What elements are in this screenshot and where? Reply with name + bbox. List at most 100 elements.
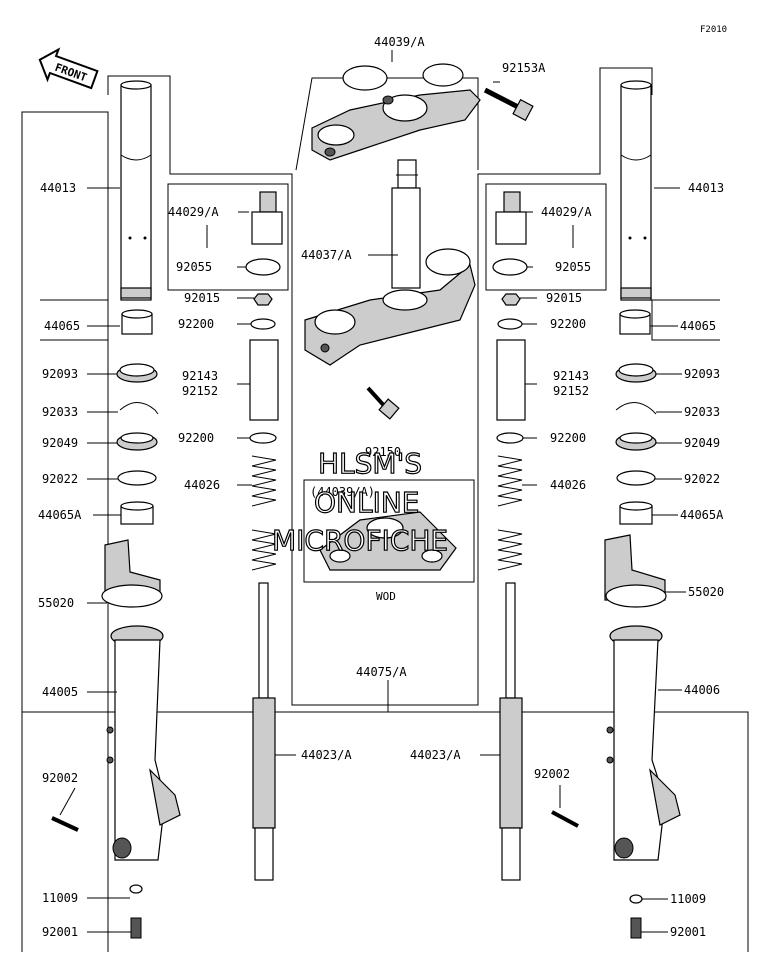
right-bolt-92002 (551, 810, 579, 828)
label-92200b-left: 92200 (178, 431, 214, 445)
label-92001-left: 92001 (42, 925, 78, 939)
left-washer-92200b (249, 432, 277, 444)
left-o-ring-92055 (245, 258, 281, 276)
label-44023a-left: 44023/A (301, 748, 352, 762)
label-44029a-right: 44029/A (541, 205, 592, 219)
left-drain-bolt-92001 (130, 917, 142, 939)
box-44065-right (651, 299, 720, 341)
label-44029a-left: 44029/A (168, 205, 219, 219)
front-arrow-badge: FRONT (38, 47, 99, 90)
label-44013-left: 44013 (40, 181, 76, 195)
watermark-line3: MICROFICHE (272, 524, 448, 557)
label-44037a: 44037/A (301, 248, 352, 262)
left-washer-92022 (117, 470, 157, 486)
right-fork-guard-55020 (604, 534, 667, 608)
right-nut-92015 (501, 293, 521, 306)
label-92015-left: 92015 (184, 291, 220, 305)
left-spacer-92143 (249, 339, 279, 421)
label-92033-left: 92033 (42, 405, 78, 419)
label-92033-right: 92033 (684, 405, 720, 419)
left-washer-92200a (250, 318, 276, 330)
label-44065-right: 44065 (680, 319, 716, 333)
label-92049-right: 92049 (684, 436, 720, 450)
label-44026-left: 44026 (184, 478, 220, 492)
top-bracket-outline (295, 77, 479, 171)
right-boundary-outline (387, 67, 749, 952)
label-92143-right: 92143 (553, 369, 589, 383)
right-washer-92022 (616, 470, 656, 486)
left-damper-rod-44023 (252, 582, 276, 881)
label-92200a-left: 92200 (178, 317, 214, 331)
label-44075a: 44075/A (356, 665, 407, 679)
left-fork-guard-55020 (101, 539, 163, 608)
clamp-bolt-92153a (483, 87, 534, 122)
label-92049-left: 92049 (42, 436, 78, 450)
right-outer-tube-44006 (606, 625, 681, 861)
label-92002-right: 92002 (534, 767, 570, 781)
right-o-ring-92055 (492, 258, 528, 276)
label-11009-right: 11009 (670, 892, 706, 906)
right-damper-rod-44023 (499, 582, 523, 881)
right-seal-92049 (615, 432, 657, 451)
right-washer-92200a (497, 318, 523, 330)
left-outer-tube-44005 (106, 625, 181, 861)
left-spring-44026 (251, 455, 277, 571)
left-fork-cap-44029 (251, 191, 283, 245)
label-92152-left: 92152 (182, 384, 218, 398)
left-bolt-92002 (51, 816, 79, 832)
label-44065a-left: 44065A (38, 508, 82, 522)
inset-clamp-drawing (319, 511, 457, 571)
inset-box (303, 479, 475, 583)
right-washer-11009 (629, 894, 643, 904)
left-seal-92049 (116, 432, 158, 451)
box-right-cap (485, 183, 607, 291)
watermark-line1: HLSM'S (318, 447, 422, 480)
label-44005: 44005 (42, 685, 78, 699)
label-92055-left: 92055 (176, 260, 212, 274)
right-washer-92200b (496, 432, 524, 444)
label-92055-right: 92055 (555, 260, 591, 274)
upper-triple-clamp (311, 63, 481, 161)
label-11009-left: 11009 (42, 891, 78, 905)
right-spring-44026 (497, 455, 523, 571)
watermark-line2: ONLINE (314, 486, 419, 519)
label-92143-left: 92143 (182, 369, 218, 383)
left-nut-92015 (253, 293, 273, 306)
right-drain-bolt-92001 (630, 917, 642, 939)
right-guide-bushing-44065a (619, 501, 653, 525)
steering-stem (391, 159, 421, 289)
label-92022-right: 92022 (684, 472, 720, 486)
leader-lines (59, 50, 686, 933)
label-92200a-right: 92200 (550, 317, 586, 331)
lower-triple-clamp (304, 248, 476, 366)
label-92152-right: 92152 (553, 384, 589, 398)
label-92022-left: 92022 (42, 472, 78, 486)
left-circlip-92033 (119, 402, 159, 415)
label-44006: 44006 (684, 683, 720, 697)
inset-code: (44039/A) (310, 485, 375, 499)
label-92200b-right: 92200 (550, 431, 586, 445)
box-44065-left (40, 299, 109, 341)
label-55020-right: 55020 (688, 585, 724, 599)
label-92093-left: 92093 (42, 367, 78, 381)
label-92001-right: 92001 (670, 925, 706, 939)
label-44039a: 44039/A (374, 35, 425, 49)
label-92093-right: 92093 (684, 367, 720, 381)
left-bushing-44065 (121, 309, 153, 335)
label-55020-left: 55020 (38, 596, 74, 610)
right-circlip-92033 (615, 402, 657, 415)
clamp-bolt-92150 (366, 386, 400, 420)
right-fork-cap-44029 (495, 191, 527, 245)
left-washer-11009 (129, 884, 143, 894)
right-spacer-92143 (496, 339, 526, 421)
left-fork-tube (120, 80, 152, 301)
label-44026-right: 44026 (550, 478, 586, 492)
right-oil-seal-92093 (615, 363, 657, 383)
right-fork-tube (620, 80, 652, 301)
label-92015-right: 92015 (546, 291, 582, 305)
label-92153a: 92153A (502, 61, 546, 75)
left-oil-seal-92093 (116, 363, 158, 383)
corner-code: F2010 (700, 25, 727, 35)
inset-caption: WOD (376, 590, 396, 603)
